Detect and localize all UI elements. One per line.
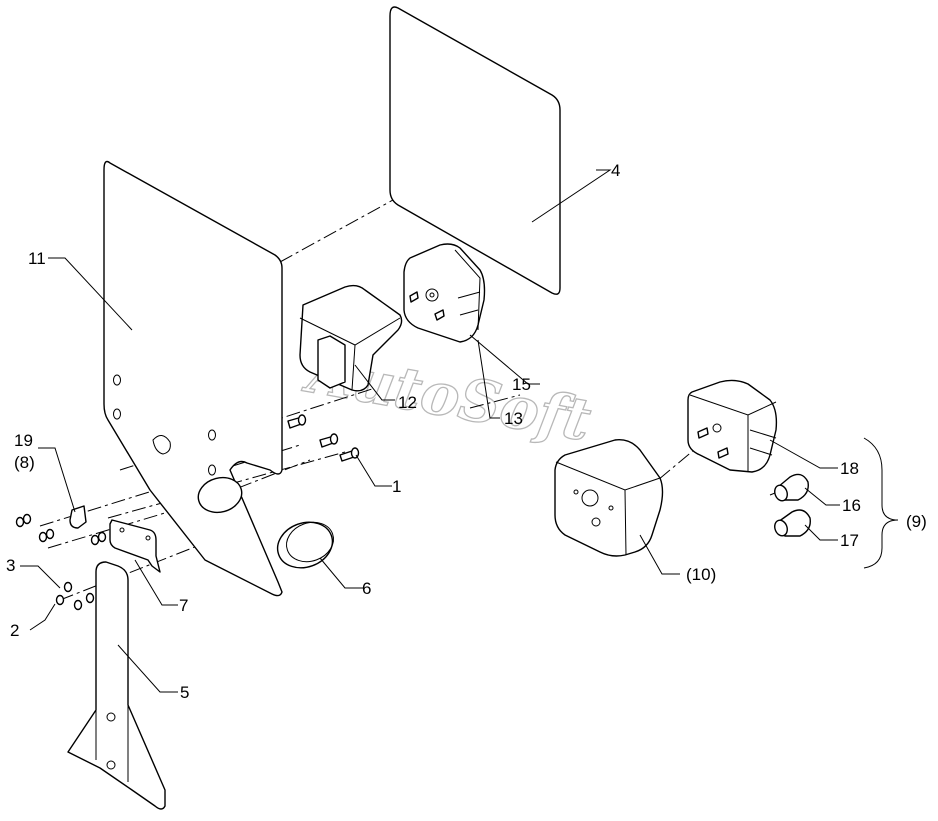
callout-5: 5 <box>180 683 189 702</box>
callout-labels: 1 2 3 4 5 6 7 (8) (9) (10) 11 12 13 15 1… <box>6 161 927 702</box>
callout-16: 16 <box>842 496 861 515</box>
part-17-bulb <box>774 509 811 537</box>
part-1-screws <box>287 414 360 462</box>
callout-11: 11 <box>28 249 46 268</box>
callout-13: 13 <box>504 409 523 428</box>
part-19-clip <box>69 505 87 529</box>
part-4-clear-plate <box>389 6 561 295</box>
callout-2: 2 <box>10 621 19 640</box>
part-7-bracket <box>109 519 161 573</box>
callout-9: (9) <box>906 512 927 531</box>
callout-10: (10) <box>686 565 716 584</box>
plate-disc-cutout <box>197 476 243 514</box>
part-2-3-washers-nuts <box>15 513 107 611</box>
leader-lines <box>20 169 899 693</box>
part-10-lamp-housing <box>554 439 664 557</box>
callout-7: 7 <box>179 596 188 615</box>
part-13-lamp-body <box>403 243 486 343</box>
callout-4: 4 <box>611 161 620 180</box>
plate-holes <box>113 374 216 476</box>
callout-15: 15 <box>512 375 531 394</box>
callout-12: 12 <box>398 393 417 412</box>
part-18-lamp-lens <box>687 379 778 473</box>
part-11-mounting-plate <box>103 160 283 597</box>
part-16-bulb <box>774 473 809 502</box>
callout-18: 18 <box>840 459 859 478</box>
callout-8: (8) <box>14 453 35 472</box>
part-5-stand <box>67 561 166 810</box>
callout-3: 3 <box>6 556 15 575</box>
callout-1: 1 <box>392 477 401 496</box>
callout-19: 19 <box>14 431 33 450</box>
callout-6: 6 <box>362 579 371 598</box>
callout-17: 17 <box>840 531 859 550</box>
